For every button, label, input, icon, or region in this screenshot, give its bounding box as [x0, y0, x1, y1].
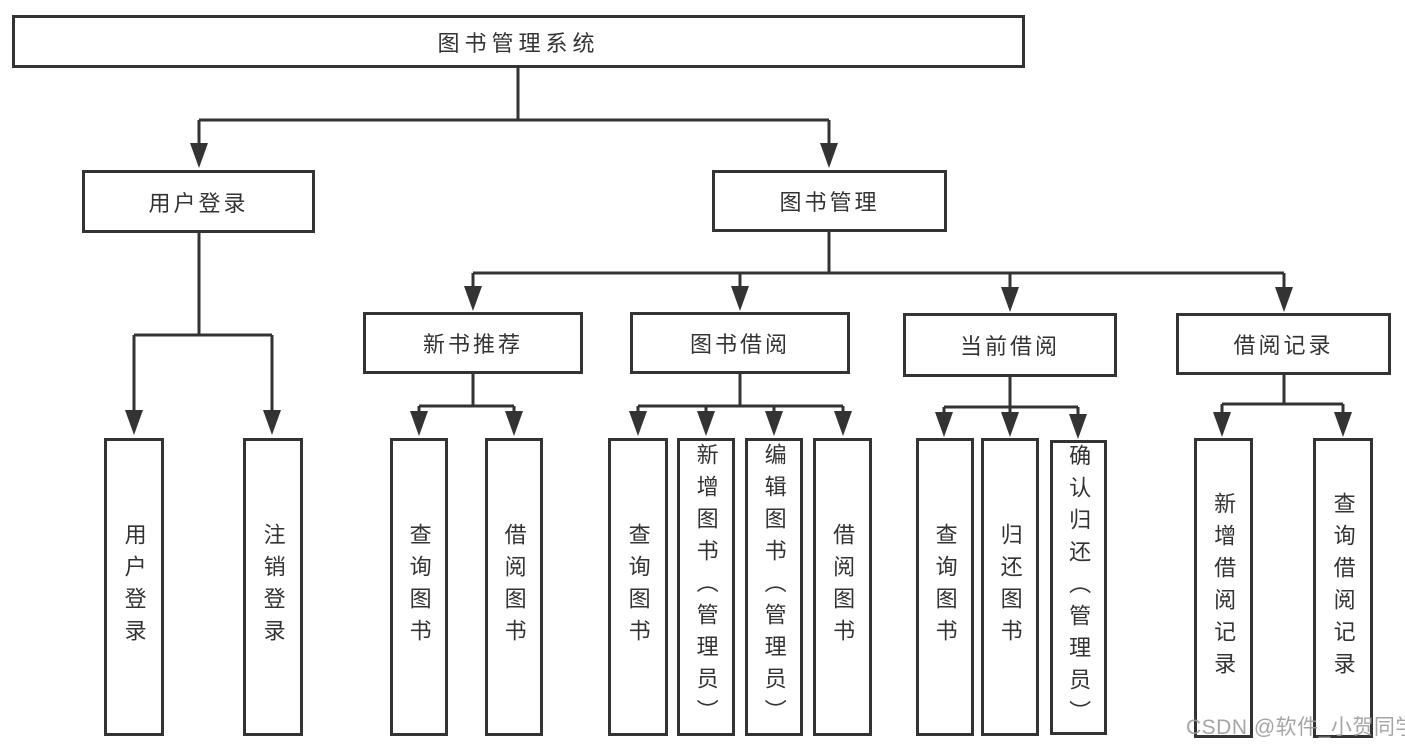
node-label: 用户登录	[148, 190, 249, 216]
node-label: 确认归还（管理员）	[1066, 443, 1092, 732]
node-label: 图书管理	[779, 190, 880, 215]
leaf-edit-book-admin: 编辑图书（管理员）	[745, 438, 803, 736]
node-label: 查询图书	[406, 523, 432, 651]
node-label: 图书管理系统	[437, 30, 600, 56]
leaf-confirm-return-admin: 确认归还（管理员）	[1050, 440, 1107, 735]
leaf-query-books-1: 查询图书	[390, 438, 448, 736]
node-label: 新增借阅记录	[1211, 492, 1237, 684]
node-label: 查询图书	[625, 523, 651, 651]
arrowheads	[125, 143, 1352, 439]
node-label: 归还图书	[997, 523, 1023, 651]
node-new-book-recommendation: 新书推荐	[363, 312, 583, 374]
node-label: 借阅记录	[1233, 333, 1334, 358]
node-label: 当前借阅	[959, 334, 1060, 359]
leaf-query-borrow-record: 查询借阅记录	[1313, 438, 1373, 738]
node-label: 新增图书（管理员）	[693, 443, 719, 731]
node-user-login: 用户登录	[82, 170, 315, 233]
node-current-borrowing: 当前借阅	[903, 313, 1117, 377]
leaf-user-login: 用户登录	[104, 438, 164, 736]
node-library-management-system: 图书管理系统	[12, 15, 1025, 68]
node-book-management: 图书管理	[712, 170, 947, 232]
node-book-borrowing: 图书借阅	[630, 312, 850, 374]
node-label: 图书借阅	[689, 332, 790, 357]
node-label: 借阅图书	[830, 523, 856, 651]
node-label: 用户登录	[121, 523, 147, 651]
leaf-borrow-books-1: 借阅图书	[485, 438, 543, 736]
leaf-query-books-3: 查询图书	[916, 438, 974, 736]
node-label: 查询图书	[932, 523, 958, 651]
leaf-logout: 注销登录	[243, 438, 303, 736]
watermark: CSDN @软件_小贺同学	[1186, 716, 1405, 739]
node-label: 借阅图书	[501, 523, 527, 651]
node-label: 注销登录	[260, 523, 286, 651]
leaf-return-book: 归还图书	[981, 438, 1039, 736]
node-label: 查询借阅记录	[1330, 492, 1356, 684]
leaf-add-borrow-record: 新增借阅记录	[1194, 438, 1253, 738]
node-label: 编辑图书（管理员）	[761, 443, 787, 731]
leaf-add-book-admin: 新增图书（管理员）	[677, 438, 735, 736]
node-borrowing-records: 借阅记录	[1176, 313, 1391, 375]
node-label: 新书推荐	[422, 332, 523, 357]
leaf-query-books-2: 查询图书	[608, 438, 668, 736]
leaf-borrow-books-2: 借阅图书	[813, 438, 872, 736]
